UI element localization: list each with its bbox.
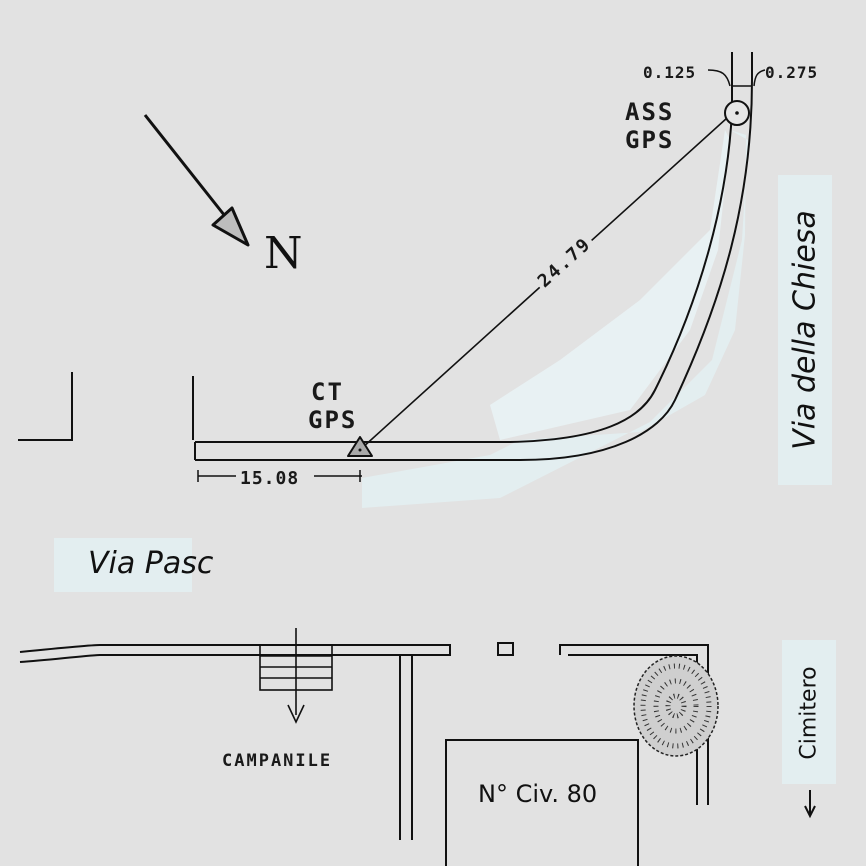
- street-label-cimitero: Cimitero: [796, 666, 822, 760]
- offset-measure: 15.08: [240, 468, 300, 489]
- campanile-stairs: [259, 628, 333, 724]
- lower-walls: [19, 642, 709, 866]
- cimitero-arrow: [804, 790, 816, 819]
- ass-gps-marker: [724, 100, 750, 126]
- right-width-measure: 0.275: [765, 63, 819, 82]
- via-chiesa-box: [778, 175, 832, 485]
- offset-dimension: [197, 470, 362, 482]
- left-width-measure: 0.125: [643, 63, 697, 82]
- cimitero-box: [782, 640, 836, 784]
- civic-number-label: N° Civ. 80: [478, 780, 598, 808]
- north-arrow: [143, 114, 250, 247]
- width-dimension: [707, 69, 766, 87]
- survey-area-highlight-2: [490, 130, 730, 440]
- campanile-label: CAMPANILE: [222, 751, 333, 771]
- north-label: N: [264, 228, 303, 279]
- via-pasc-box: [54, 538, 192, 592]
- ct-gps-marker: [347, 436, 373, 457]
- ct-label-line1: CT: [311, 378, 344, 406]
- ass-label-line2: GPS: [625, 126, 675, 154]
- ass-label-line1: ASS: [625, 98, 675, 126]
- ct-label-line2: GPS: [308, 406, 358, 434]
- tree: [633, 655, 719, 757]
- wall-lines: [18, 372, 194, 441]
- ass-gps-label: ASS GPS: [625, 98, 674, 154]
- road-band: [194, 52, 753, 461]
- street-label-pasc: Via Pasc: [88, 546, 214, 581]
- street-label-chiesa: Via della Chiesa: [787, 210, 823, 450]
- ct-gps-label: CT GPS: [308, 378, 357, 434]
